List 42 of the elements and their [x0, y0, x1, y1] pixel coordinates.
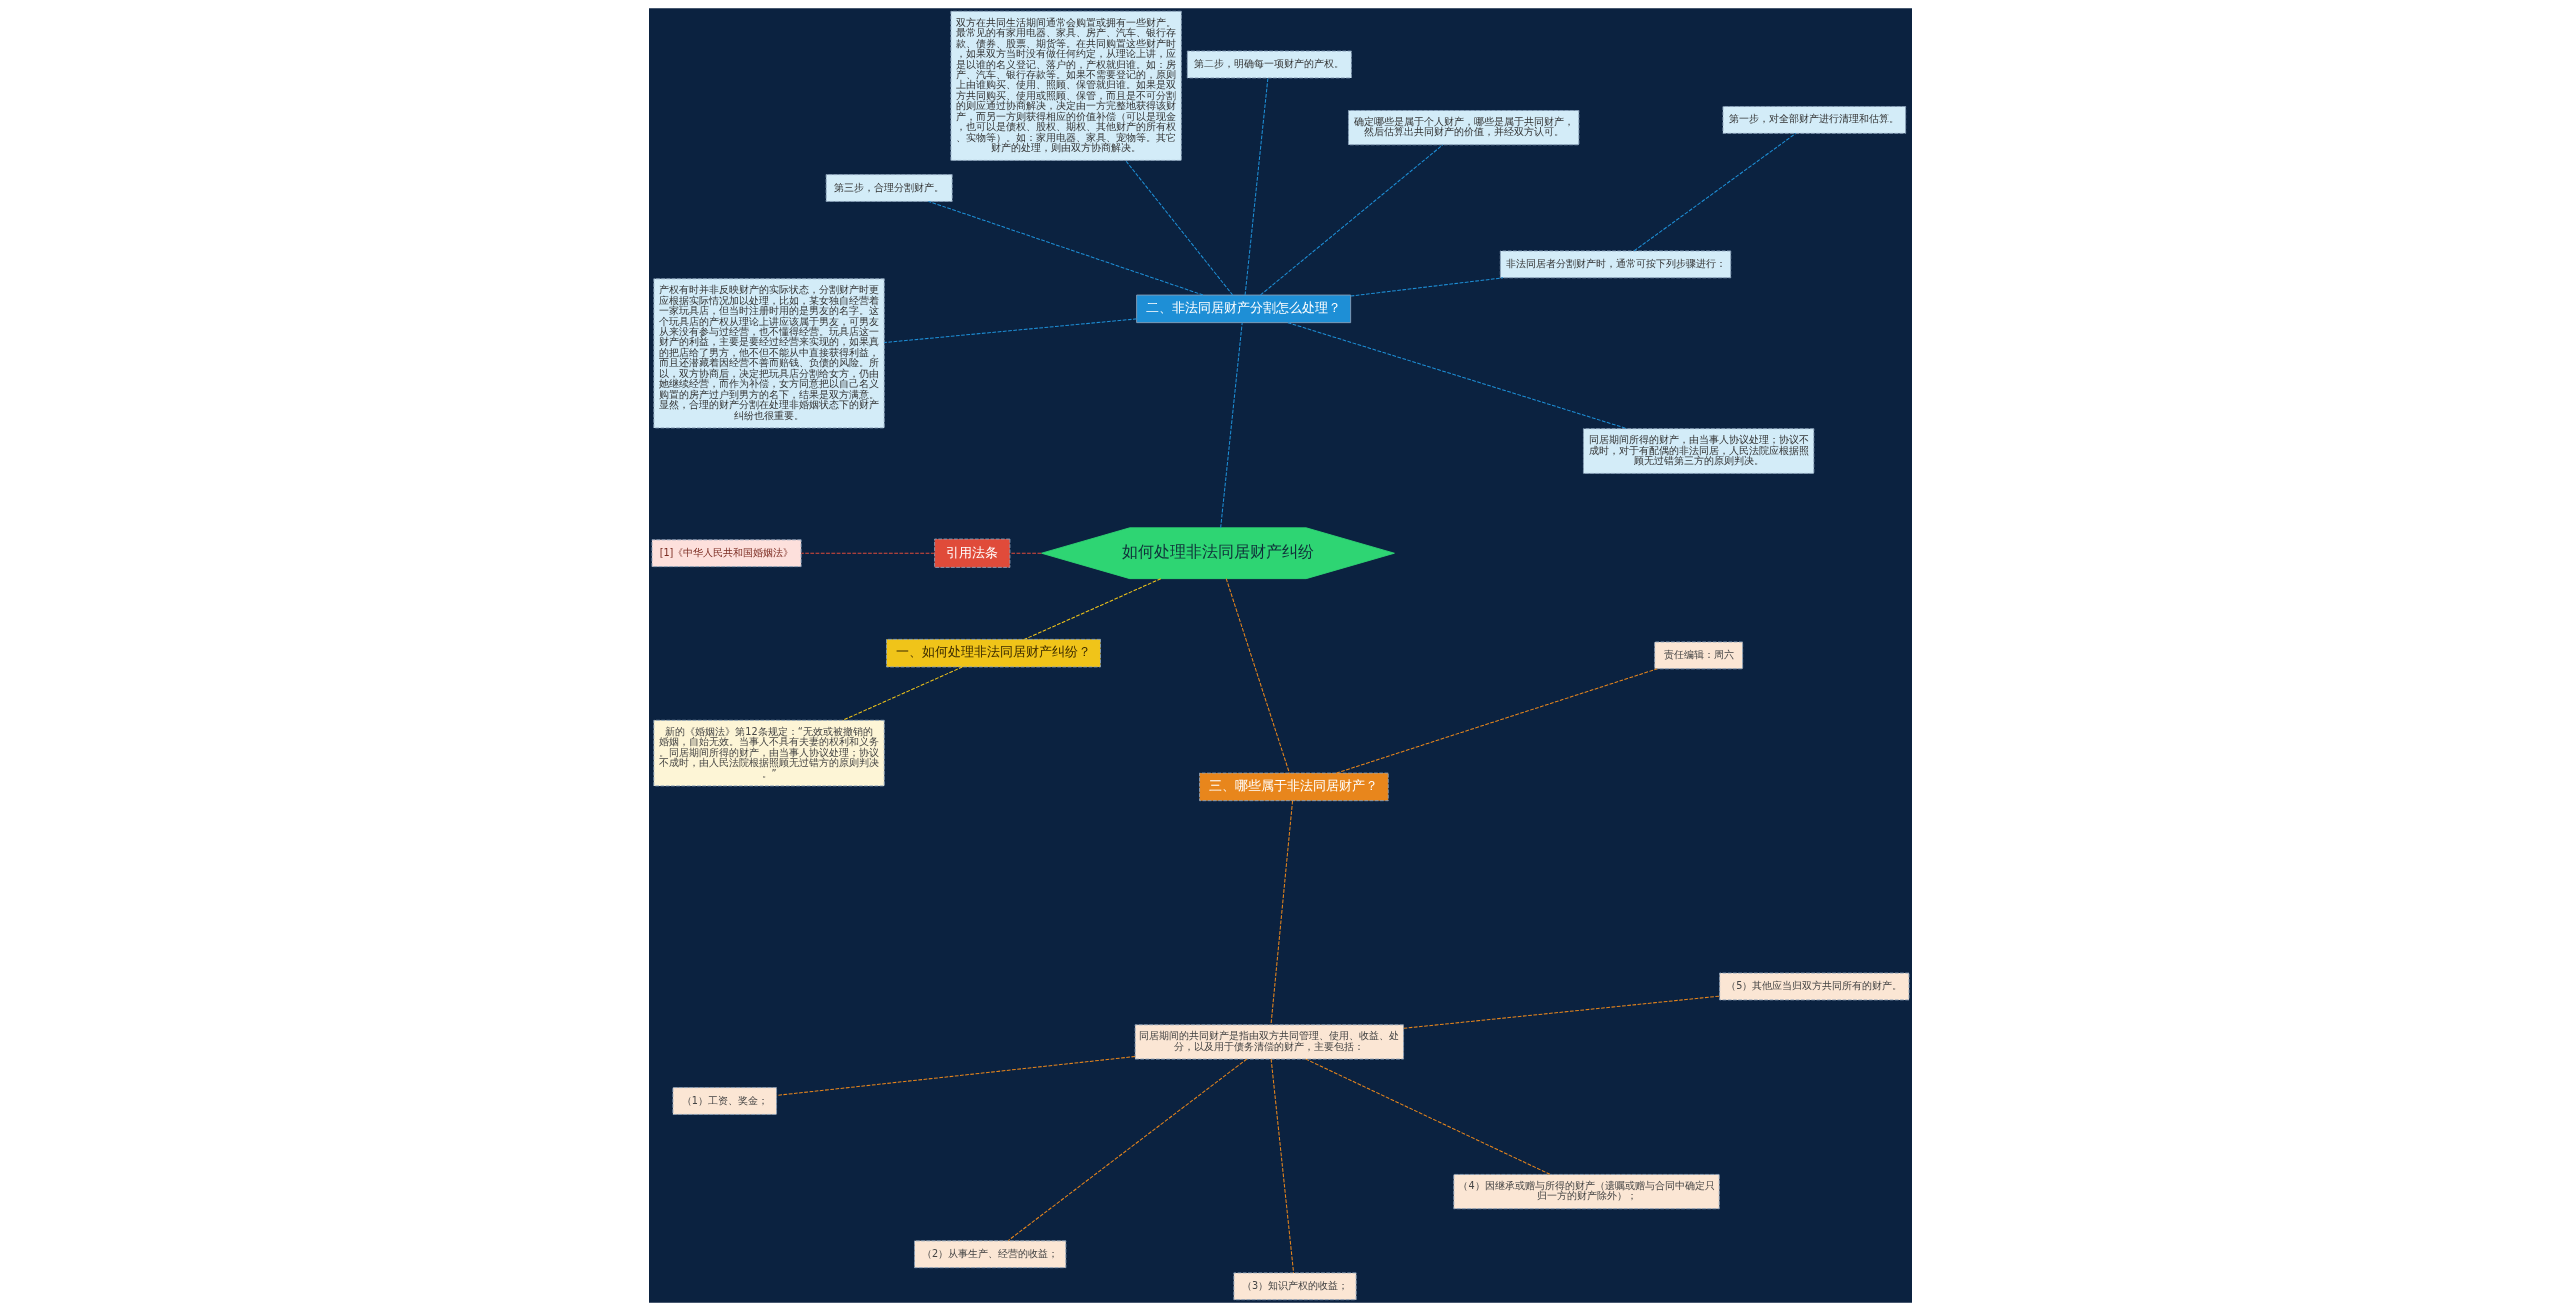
node-box: 一、如何处理非法同居财产纠纷？	[885, 638, 1101, 668]
node-box: 第二步，明确每一项财产的产权。	[1186, 50, 1352, 79]
node-box: 第三步，合理分割财产。	[825, 174, 953, 202]
node-box: 双方在共同生活期间通常会购置或拥有一些财产。最常见的有家用电器、家具、房产、汽车、银行存款、债券、股票、期货等。在共同购置这些财产时，如果双方当时没有做任何约定，从理论上讲，应是以谁的名义登记、落户的，产权就归谁。如：房产、汽车、银行存款等。如果不需要登记的，原则上由谁购买、使用、照顾、保管就归谁。如果是双方共同购买、使用或照顾、保管，而且是不可分割的则应通过协商解决，决定由一方完整地获得该财产，而另一方则获得相应的价值补偿（可以是现金，也可以是债权、股权、期权、其他财产的所有权、实物等）。如：家用电器、家具、宠物等。其它财产的处理，则由双方协商解决。	[949, 10, 1182, 161]
connector	[1244, 77, 1268, 296]
connector	[1124, 160, 1233, 296]
node-box: （3）知识产权的收益；	[1232, 1272, 1357, 1301]
connector	[1270, 1058, 1294, 1274]
connector	[1270, 800, 1293, 1026]
connector	[1225, 578, 1290, 774]
node-box: 责任编辑：周六	[1653, 641, 1743, 670]
connector	[800, 552, 935, 554]
node-box: 产权有时并非反映财产的实际状态，分割财产时更应根据实际情况加以处理，比如，某女独自经营着一家玩具店，但当时注册时用的是男友的名字。这个玩具店的产权从理论上讲应该属于男友，可男友从来没有参与过经营，也不懂得经营。玩具店这一财产的利益，主要是要经过经营来实现的，如果真的把店给了男方，他不但不能从中直接获得利益，而且还潜藏着因经营不善而赔钱、负债的风险。所以，双方协商后，决定把玩具店分割给女方，仍由她继续经营，而作为补偿，女方同意把以自己名义购置的房产过户到男方的名下，结果是双方满意。显然，合理的财产分割在处理非婚姻状态下的财产纠纷也很重要。	[652, 278, 885, 429]
node-box: （5）其他应当归双方共同所有的财产。	[1718, 972, 1909, 1001]
connector	[1304, 1058, 1551, 1175]
connector	[1286, 322, 1628, 430]
node-box: 同居期间的共同财产是指由双方共同管理、使用、收益、处分，以及用于债务清偿的财产，主要包括：	[1134, 1024, 1404, 1060]
node-box: 新的《婚姻法》第12条规定：“无效或被撤销的婚姻，自始无效。当事人不具有夫妻的权利和义务。同居期间所得的财产，由当事人协议处理；协议不成时，由人民法院根据照顾无过错方的原则判决。”	[652, 719, 885, 787]
connector	[841, 666, 963, 721]
node-box: 确定哪些是属于个人财产，哪些是属于共同财产，然后估算出共同财产的价值，并经双方认可。	[1347, 110, 1579, 146]
node-box: 引用法条	[933, 538, 1010, 568]
connector	[1023, 578, 1161, 640]
connector	[1335, 668, 1658, 774]
connector	[1402, 995, 1720, 1029]
connector	[1009, 552, 1042, 554]
connector	[1219, 322, 1243, 529]
connector	[1007, 1058, 1247, 1242]
connector	[883, 318, 1137, 344]
connector	[1259, 144, 1443, 296]
node-box: 同居期间所得的财产，由当事人协议处理；协议不成时，对于有配偶的非法同居，人民法院应根据照顾无过错第三方的原则判决。	[1582, 428, 1814, 474]
node-box: （4）因继承或赠与所得的财产（遗嘱或赠与合同中确定只归一方的财产除外）；	[1452, 1174, 1720, 1210]
node-box: （2）从事生产、经营的收益；	[913, 1240, 1066, 1269]
node-box: 第一步，对全部财产进行清理和估算。	[1722, 106, 1906, 134]
node-box: [1]《中华人民共和国婚姻法》	[651, 539, 802, 568]
connector	[1633, 132, 1796, 252]
connector	[1349, 277, 1504, 297]
connector	[775, 1056, 1136, 1096]
node-box: 三、哪些属于非法同居财产？	[1198, 772, 1389, 802]
connector	[927, 200, 1203, 296]
node-box: （1）工资、奖金；	[671, 1087, 777, 1115]
node-box: 二、非法同居财产分割怎么处理？	[1135, 294, 1351, 324]
node-box: 非法同居者分割财产时，通常可按下列步骤进行：	[1499, 250, 1731, 279]
